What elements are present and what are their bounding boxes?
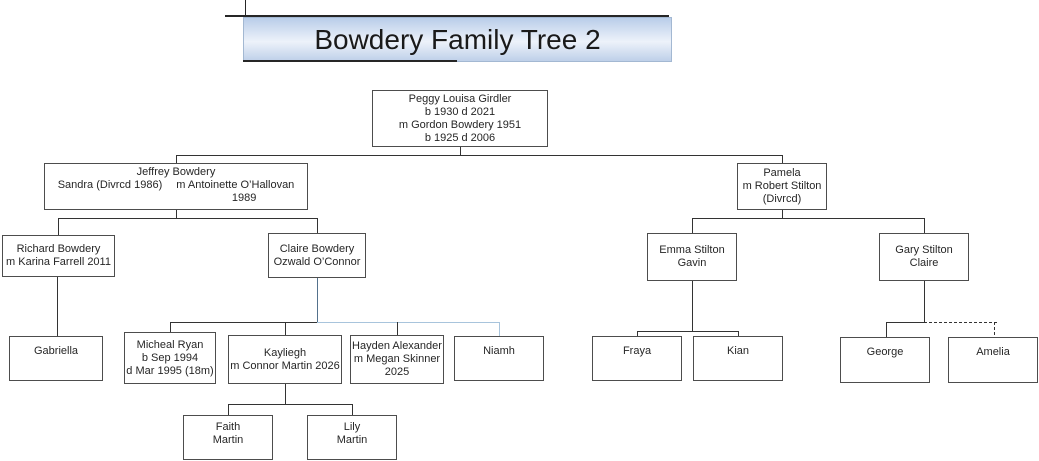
node-text-line: Gabriella bbox=[33, 345, 79, 357]
node-text-line: Amelia bbox=[976, 346, 1010, 358]
node-fraya: Fraya bbox=[592, 336, 682, 381]
connector-micheal-drop bbox=[170, 322, 171, 332]
node-text-line: Lily bbox=[343, 421, 361, 433]
node-text-line: Claire Bowdery bbox=[279, 242, 355, 255]
connector-gary-down bbox=[924, 281, 925, 322]
connector-emma-down bbox=[692, 281, 693, 331]
node-text-line: b 1925 d 2006 bbox=[424, 131, 496, 144]
node-pamela: Pamela m Robert Stilton (Divrcd) bbox=[737, 163, 827, 210]
title-underline bbox=[243, 60, 457, 62]
node-text-line: Sandra (Divrcd 1986) m Antoinette O’Hall… bbox=[57, 179, 295, 191]
node-text-line: Ozwald O’Connor bbox=[273, 255, 361, 268]
connector-kayliegh-children-rail bbox=[228, 404, 352, 405]
connector-lily-drop bbox=[352, 404, 353, 415]
connector-amelia-rail-dashed bbox=[924, 322, 997, 323]
node-claire: Claire Bowdery Ozwald O’Connor bbox=[268, 233, 366, 278]
node-jeffrey: Jeffrey Bowdery Sandra (Divrcd 1986) m A… bbox=[44, 163, 308, 210]
connector-peggy-down bbox=[460, 147, 461, 155]
node-text-line: b 1930 d 2021 bbox=[424, 105, 496, 118]
node-text-line: Jeffrey Bowdery bbox=[136, 166, 216, 178]
connector-jeffrey-children-rail bbox=[58, 218, 317, 219]
node-george: George bbox=[840, 337, 930, 383]
node-emma: Emma Stilton Gavin bbox=[647, 233, 737, 281]
connector-claire-drop bbox=[317, 218, 318, 233]
connector-george-drop bbox=[886, 322, 887, 337]
node-text-line: Faith bbox=[215, 421, 241, 433]
node-text-line: George bbox=[866, 346, 904, 358]
connector-gary-drop bbox=[924, 218, 925, 233]
node-lily: Lily Martin bbox=[307, 415, 397, 460]
connector-emma-drop bbox=[692, 218, 693, 233]
node-text-line: Hayden Alexander bbox=[352, 340, 442, 352]
connector-fraya-drop bbox=[637, 331, 638, 336]
connector-claire-children-rail-left bbox=[170, 322, 317, 323]
title-box: Bowdery Family Tree 2 bbox=[243, 17, 672, 62]
node-text-line: Fraya bbox=[622, 345, 652, 357]
connector-claire-down bbox=[317, 278, 318, 322]
connector-kayliegh-drop bbox=[285, 322, 286, 335]
node-amelia: Amelia bbox=[948, 337, 1038, 383]
header-rule-horizontal bbox=[225, 15, 669, 17]
connector-amelia-drop-dashed bbox=[994, 322, 995, 340]
node-richard: Richard Bowdery m Karina Farrell 2011 bbox=[2, 235, 115, 277]
connector-niamh-drop bbox=[499, 322, 500, 336]
node-niamh: Niamh bbox=[454, 336, 544, 381]
node-kian: Kian bbox=[693, 336, 783, 381]
connector-richard-gabriella bbox=[57, 277, 58, 336]
node-text-line: 1989 bbox=[231, 192, 257, 204]
connector-richard-drop bbox=[58, 218, 59, 235]
page-title: Bowdery Family Tree 2 bbox=[314, 23, 601, 55]
node-text-line: Niamh bbox=[483, 345, 515, 357]
node-hayden: Hayden Alexander m Megan Skinner 2025 bbox=[350, 335, 444, 384]
node-text-line: m Robert Stilton bbox=[742, 180, 822, 192]
connector-jeffrey-down bbox=[176, 210, 177, 218]
node-text-line: Gavin bbox=[677, 257, 707, 269]
connector-pamela-drop bbox=[782, 155, 783, 163]
node-peggy: Peggy Louisa Girdler b 1930 d 2021 m Gor… bbox=[372, 90, 548, 147]
connector-emma-children-rail bbox=[637, 331, 738, 332]
node-text-line: Martin bbox=[336, 434, 368, 446]
node-kayliegh: Kayliegh m Connor Martin 2026 bbox=[228, 335, 342, 384]
node-text-line: Pamela bbox=[763, 167, 801, 179]
node-text-line: m Megan Skinner bbox=[353, 353, 441, 365]
node-text-line: m Connor Martin 2026 bbox=[230, 359, 340, 372]
node-text-line: Peggy Louisa Girdler bbox=[408, 92, 512, 105]
node-text-line: m Karina Farrell 2011 bbox=[6, 256, 111, 268]
connector-kayliegh-down bbox=[285, 384, 286, 404]
connector-jeffrey-drop bbox=[176, 155, 177, 163]
node-text-line: Micheal Ryan bbox=[136, 338, 204, 351]
connector-faith-drop bbox=[228, 404, 229, 415]
connector-pamela-children-rail bbox=[692, 218, 924, 219]
connector-george-rail bbox=[886, 322, 924, 323]
node-text-line: Kian bbox=[726, 345, 750, 357]
node-text-line: (Divrcd) bbox=[762, 193, 802, 205]
node-text-line: b Sep 1994 bbox=[141, 351, 199, 364]
node-text-line: Kayliegh bbox=[263, 346, 307, 359]
connector-hayden-drop bbox=[397, 322, 398, 335]
node-text-line: Emma Stilton bbox=[659, 244, 725, 256]
node-text-line: Claire bbox=[909, 257, 939, 269]
connector-claire-children-rail-right bbox=[317, 322, 499, 323]
node-text-line: m Gordon Bowdery 1951 bbox=[398, 118, 522, 131]
connector-gen2-rail bbox=[176, 155, 782, 156]
node-text-line: Gary Stilton bbox=[895, 244, 953, 256]
node-text-line: 2025 bbox=[384, 366, 410, 378]
node-gary: Gary Stilton Claire bbox=[879, 233, 969, 281]
node-micheal: Micheal Ryan b Sep 1994 d Mar 1995 (18m) bbox=[124, 332, 216, 384]
node-text-line: Richard Bowdery bbox=[16, 243, 101, 255]
connector-pamela-down bbox=[782, 210, 783, 218]
node-faith: Faith Martin bbox=[183, 415, 273, 460]
node-text-line: Martin bbox=[212, 434, 244, 446]
node-gabriella: Gabriella bbox=[9, 336, 103, 381]
node-text-line: d Mar 1995 (18m) bbox=[126, 364, 214, 377]
connector-kian-drop bbox=[738, 331, 739, 336]
